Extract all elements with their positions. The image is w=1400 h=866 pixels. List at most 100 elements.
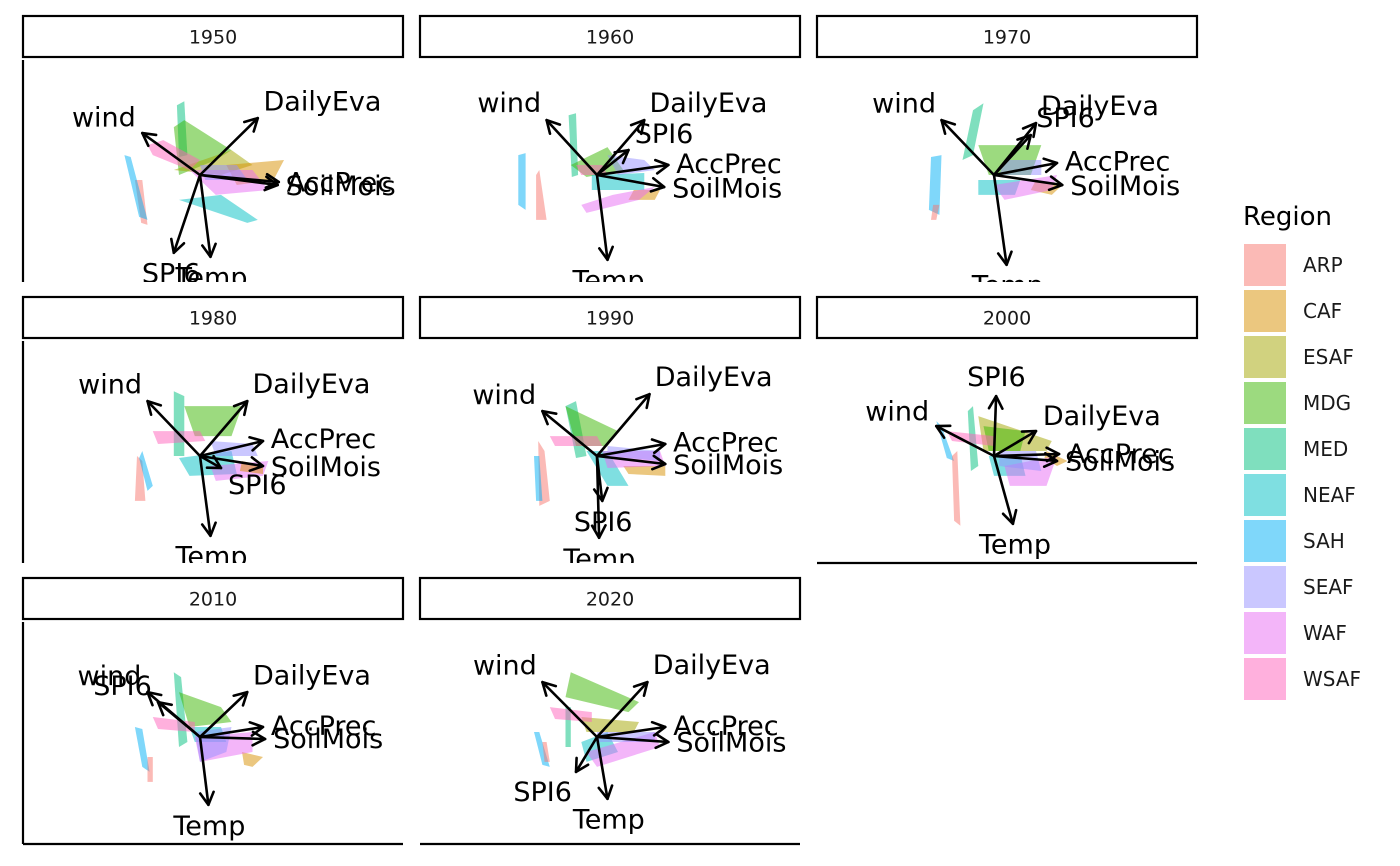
vector-label-SoilMois: SoilMois bbox=[1070, 171, 1180, 202]
arrow-head-wind bbox=[141, 131, 158, 148]
hull-CAF bbox=[242, 752, 263, 767]
vector-label-Temp: Temp bbox=[175, 542, 248, 573]
vector-label-SoilMois: SoilMois bbox=[286, 171, 396, 202]
vector-label-DailyEva: DailyEva bbox=[1043, 401, 1161, 432]
vector-label-SoilMois: SoilMois bbox=[1065, 447, 1175, 478]
arrow-head-wind bbox=[940, 118, 957, 135]
legend-label: ARP bbox=[1303, 253, 1343, 277]
arrow-head-DailyEva bbox=[232, 690, 249, 707]
vector-label-AccPrec: AccPrec bbox=[1067, 439, 1172, 470]
facet-strip-label: 1970 bbox=[983, 27, 1031, 49]
loading-arrow-Temp bbox=[992, 173, 1008, 267]
loading-arrow-DailyEva bbox=[198, 399, 249, 458]
vector-label-AccPrec: AccPrec bbox=[676, 149, 781, 180]
loading-arrow-SPI6 bbox=[574, 735, 599, 774]
vector-label-Temp: Temp bbox=[562, 544, 635, 575]
legend-label: WSAF bbox=[1303, 667, 1361, 691]
loading-arrow-Temp bbox=[198, 735, 210, 807]
loading-arrow-wind bbox=[146, 399, 202, 458]
hull-MED bbox=[568, 113, 579, 177]
loading-arrow-SPI6 bbox=[156, 700, 202, 739]
facet-strip bbox=[418, 295, 802, 340]
legend-swatch bbox=[1244, 566, 1286, 608]
vector-label-wind: wind bbox=[473, 651, 537, 682]
vector-label-DailyEva: DailyEva bbox=[264, 87, 382, 118]
vector-label-SoilMois: SoilMois bbox=[271, 452, 381, 483]
loading-arrow-wind bbox=[545, 118, 599, 177]
arrow-head-AccPrec bbox=[650, 438, 667, 455]
loading-arrow-AccPrec bbox=[595, 163, 670, 177]
hull-WSAF bbox=[549, 707, 592, 722]
legend-item-SEAF: SEAF bbox=[1244, 566, 1354, 608]
legend-label: ESAF bbox=[1303, 345, 1354, 369]
loading-arrow-AccPrec bbox=[992, 161, 1059, 177]
arrow-head-DailyEva bbox=[629, 118, 646, 136]
arrow-head-Temp bbox=[200, 521, 217, 538]
arrow-head-wind bbox=[146, 690, 163, 707]
arrow-head-SPI6 bbox=[613, 148, 630, 165]
arrow-head-SPI6 bbox=[574, 756, 590, 774]
loading-arrow-wind bbox=[140, 131, 202, 177]
hull-MDG bbox=[565, 406, 618, 446]
hull-ARP bbox=[542, 742, 550, 762]
facet-strip bbox=[21, 576, 405, 621]
vector-label-Temp: Temp bbox=[978, 530, 1051, 561]
legend-swatch bbox=[1244, 244, 1286, 286]
vector-label-AccPrec: AccPrec bbox=[673, 711, 778, 742]
facet-strip bbox=[815, 14, 1199, 59]
vector-label-AccPrec: AccPrec bbox=[271, 424, 376, 455]
arrow-head-wind bbox=[934, 424, 952, 440]
arrow-head-SoilMois bbox=[1047, 175, 1064, 192]
legend-label: MDG bbox=[1303, 391, 1351, 415]
arrow-head-SoilMois bbox=[654, 733, 670, 750]
arrow-head-SPI6 bbox=[156, 700, 173, 717]
legend-label: MED bbox=[1303, 437, 1348, 461]
arrow-head-DailyEva bbox=[635, 392, 651, 410]
arrow-head-AccPrec bbox=[653, 158, 670, 175]
vector-label-wind: wind bbox=[78, 369, 142, 400]
vector-label-SPI6: SPI6 bbox=[635, 119, 694, 150]
loading-arrow-Temp bbox=[992, 454, 1015, 526]
loading-arrow-Temp bbox=[595, 454, 601, 540]
hull-SAH bbox=[534, 456, 543, 501]
vector-label-SPI6: SPI6 bbox=[574, 507, 633, 538]
legend-swatch bbox=[1244, 520, 1286, 562]
vector-label-DailyEva: DailyEva bbox=[253, 661, 371, 692]
vector-label-SPI6: SPI6 bbox=[967, 362, 1026, 393]
hull-SAH bbox=[518, 153, 526, 210]
hull-ARP bbox=[952, 451, 961, 526]
vector-label-DailyEva: DailyEva bbox=[653, 650, 771, 681]
hull-MDG bbox=[184, 406, 242, 437]
arrow-head-DailyEva bbox=[1020, 429, 1038, 445]
arrow-head-SoilMois bbox=[248, 456, 265, 473]
arrow-head-Temp bbox=[597, 784, 614, 801]
facet-strip-label: 1950 bbox=[189, 27, 237, 49]
vector-label-Temp: Temp bbox=[175, 263, 248, 294]
arrow-head-Temp bbox=[590, 523, 607, 540]
facet-strip-label: 2000 bbox=[983, 308, 1031, 330]
vector-label-AccPrec: AccPrec bbox=[1065, 147, 1170, 178]
loading-arrow-DailyEva bbox=[595, 392, 651, 458]
loading-arrow-Temp bbox=[198, 454, 212, 538]
loading-arrow-wind bbox=[541, 680, 599, 739]
legend-item-NEAF: NEAF bbox=[1244, 474, 1356, 516]
vector-label-wind: wind bbox=[872, 88, 936, 119]
vector-label-wind: wind bbox=[72, 102, 136, 133]
loading-arrow-AccPrec bbox=[595, 442, 667, 458]
loading-arrow-SPI6 bbox=[595, 148, 630, 177]
hull-SAH bbox=[928, 155, 942, 215]
arrow-head-SoilMois bbox=[1042, 451, 1059, 469]
legend-item-ESAF: ESAF bbox=[1244, 336, 1354, 378]
facet-strip-label: 1960 bbox=[586, 27, 634, 49]
loading-arrow-SoilMois bbox=[992, 173, 1064, 187]
vector-label-DailyEva: DailyEva bbox=[1041, 91, 1159, 122]
facet-strip-label: 1990 bbox=[586, 308, 634, 330]
